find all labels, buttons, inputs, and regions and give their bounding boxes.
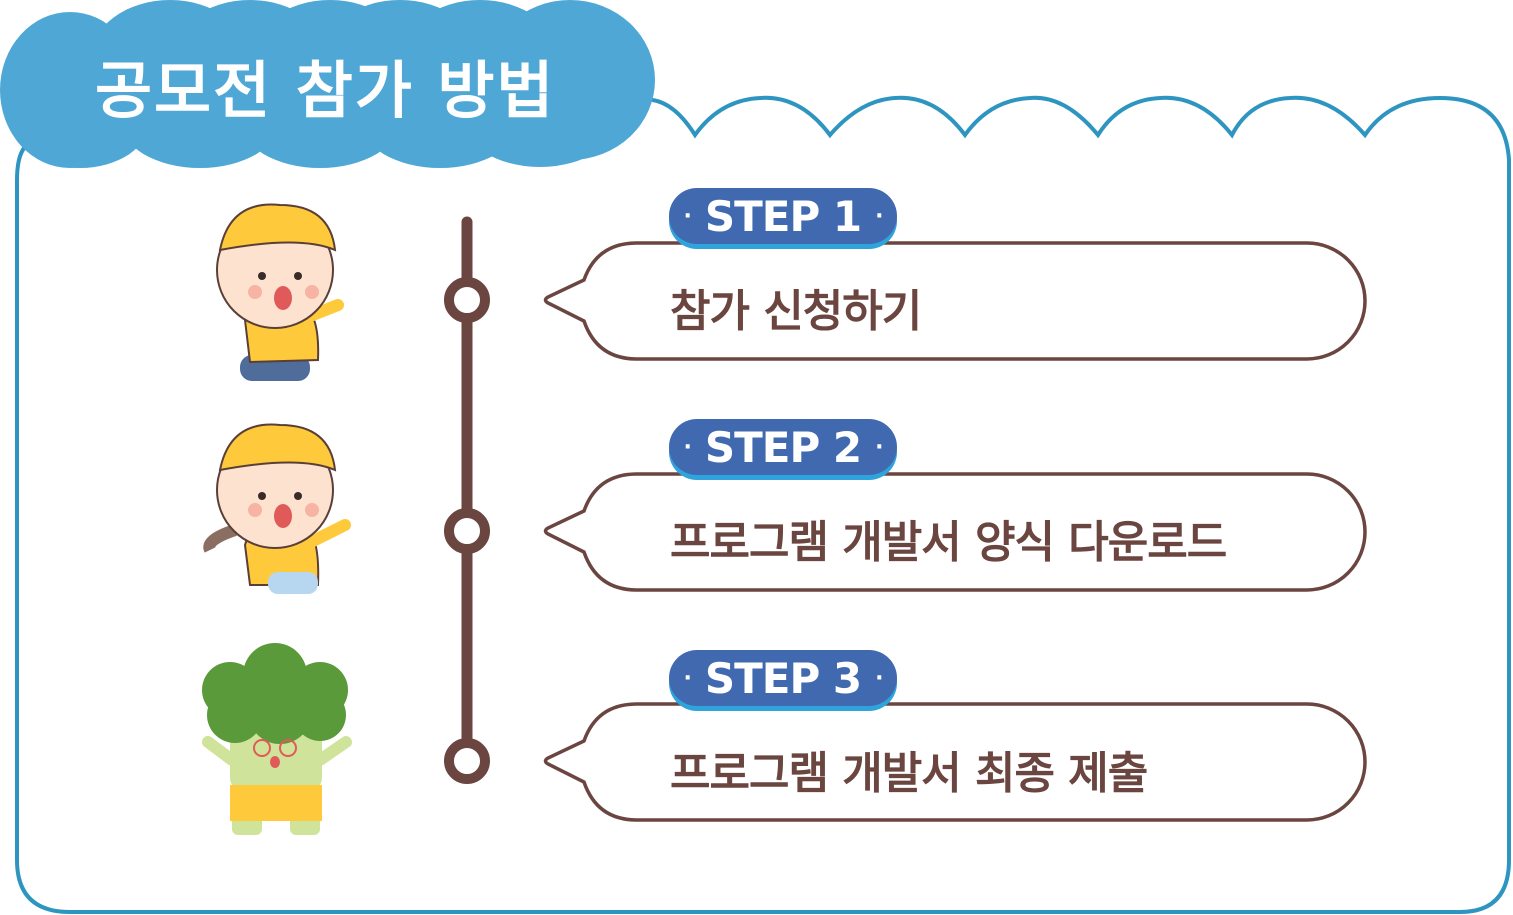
badge-dot: · — [875, 203, 883, 229]
badge-dot: · — [875, 434, 883, 460]
title-cloud — [0, 0, 655, 168]
badge-dot: · — [683, 665, 692, 691]
step3-label: 프로그램 개발서 최종 제출 — [670, 748, 1148, 799]
step1-label: 참가 신청하기 — [670, 286, 922, 337]
badge-dot: · — [683, 434, 692, 460]
girl-character-1 — [216, 203, 344, 381]
step3-badge: · STEP 3 · — [669, 650, 897, 706]
step2-badge: · STEP 2 · — [669, 419, 897, 475]
step3-badge-text: STEP 3 — [704, 653, 862, 703]
broccoli-character — [202, 643, 352, 835]
step1-badge: · STEP 1 · — [669, 188, 897, 244]
badge-dot: · — [875, 665, 883, 691]
page-title: 공모전 참가 방법 — [95, 54, 556, 127]
badge-dot: · — [683, 203, 692, 229]
step3-bubble — [543, 702, 1367, 822]
step1-bubble — [543, 241, 1367, 361]
timeline-nodes — [444, 277, 490, 784]
step2-badge-text: STEP 2 — [704, 422, 862, 472]
step1-badge-text: STEP 1 — [704, 191, 862, 241]
step2-label: 프로그램 개발서 양식 다운로드 — [670, 517, 1227, 568]
girl-character-2 — [203, 423, 351, 594]
step2-bubble — [543, 472, 1367, 592]
frame-border — [15, 95, 1511, 914]
